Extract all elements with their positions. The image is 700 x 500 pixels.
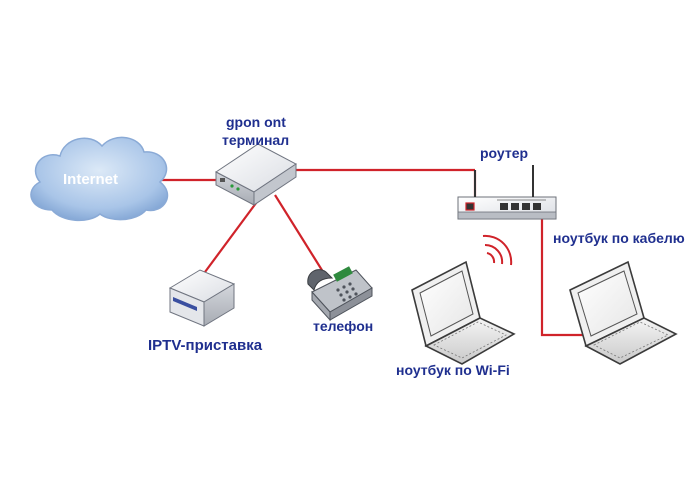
- ont-label-line2: терминал: [222, 132, 290, 148]
- laptop-cable-label: ноутбук по кабелю: [553, 230, 685, 246]
- ont-terminal-icon: [215, 143, 297, 206]
- cable-router-laptop: [540, 215, 590, 337]
- ont-label-line1: gpon ont: [226, 114, 286, 130]
- router-icon: [457, 165, 557, 220]
- desk-phone-icon: [307, 266, 373, 322]
- laptop-cable-icon: [569, 260, 678, 365]
- laptop-wifi-label: ноутбук по Wi-Fi: [396, 362, 510, 378]
- wifi-signal-icon: [482, 234, 513, 266]
- cables: [160, 168, 590, 337]
- internet-cloud-icon: [30, 136, 169, 222]
- internet-label: Internet: [63, 171, 119, 188]
- iptv-label: IPTV-приставка: [148, 337, 263, 354]
- cable-ont-phone: [274, 194, 326, 276]
- router-label: роутер: [480, 145, 529, 161]
- iptv-settop-box-icon: [168, 269, 236, 327]
- phone-label: телефон: [313, 318, 374, 334]
- cable-ont-iptv: [204, 194, 263, 273]
- laptop-wifi-icon: [411, 260, 516, 365]
